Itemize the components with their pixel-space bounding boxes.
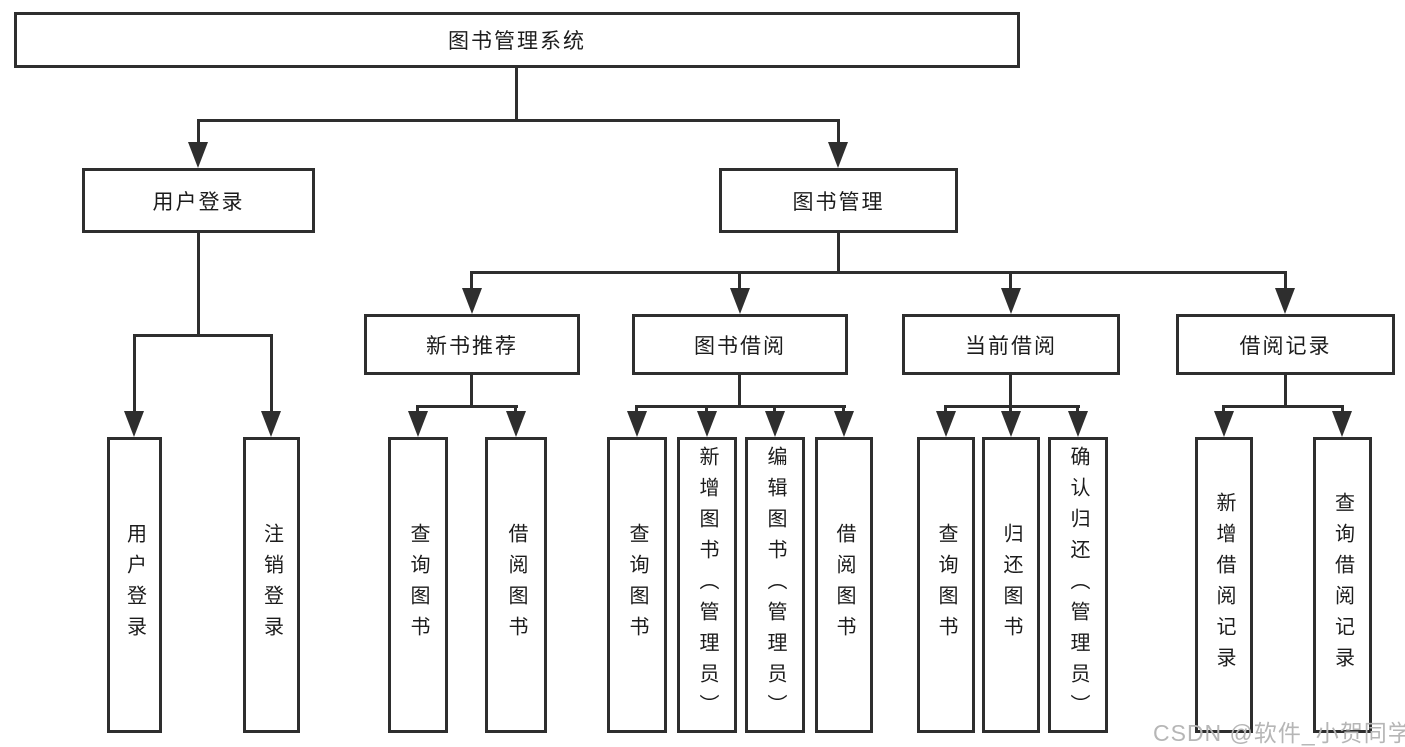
leaf-logout-login: 注销登录: [243, 437, 300, 733]
arrowhead-icon: [1001, 411, 1021, 437]
connector-line: [1009, 405, 1012, 415]
arrowhead-icon: [834, 411, 854, 437]
leaf-bb-borrow-books: 借阅图书: [815, 437, 873, 733]
connector-line: [197, 119, 200, 146]
arrowhead-icon: [188, 142, 208, 168]
connector-line: [635, 405, 846, 408]
connector-line: [416, 405, 419, 415]
leaf-label: 归还图书: [1000, 523, 1022, 647]
node-label: 图书管理系统: [448, 30, 586, 53]
connector-line: [1341, 405, 1344, 415]
connector-line: [197, 119, 840, 122]
arrowhead-icon: [1001, 288, 1021, 314]
leaf-label: 借阅图书: [505, 523, 527, 647]
connector-line: [133, 334, 136, 414]
connector-line: [514, 405, 517, 415]
connector-line: [635, 405, 638, 415]
arrowhead-icon: [462, 288, 482, 314]
arrowhead-icon: [765, 411, 785, 437]
connector-line: [837, 119, 840, 146]
node-label: 借阅记录: [1239, 334, 1332, 358]
node-label: 用户登录: [152, 190, 245, 214]
connector-line: [197, 233, 200, 337]
leaf-cb-confirm-return-admin: 确认归还（管理员）: [1048, 437, 1108, 733]
leaf-cb-return-books: 归还图书: [982, 437, 1040, 733]
node-borrowing-records: 借阅记录: [1176, 314, 1395, 375]
leaf-bb-edit-book-admin: 编辑图书（管理员）: [745, 437, 805, 733]
arrowhead-icon: [1332, 411, 1352, 437]
arrowhead-icon: [1068, 411, 1088, 437]
leaf-br-add-borrow-record: 新增借阅记录: [1195, 437, 1253, 733]
arrowhead-icon: [408, 411, 428, 437]
arrowhead-icon: [506, 411, 526, 437]
connector-line: [470, 271, 1287, 274]
leaf-label: 注销登录: [260, 523, 283, 647]
connector-line: [270, 334, 273, 414]
arrowhead-icon: [627, 411, 647, 437]
leaf-label: 用户登录: [123, 523, 146, 647]
connector-line: [773, 405, 776, 415]
connector-line: [837, 233, 840, 273]
leaf-label: 确认归还（管理员）: [1067, 445, 1089, 725]
leaf-label: 查询借阅记录: [1331, 492, 1354, 678]
arrowhead-icon: [261, 411, 281, 437]
connector-line: [1284, 271, 1287, 290]
leaf-user-login: 用户登录: [107, 437, 162, 733]
leaf-br-query-borrow-record: 查询借阅记录: [1313, 437, 1372, 733]
connector-line: [1222, 405, 1344, 408]
node-book-borrowing: 图书借阅: [632, 314, 848, 375]
connector-line: [738, 271, 741, 290]
node-label: 当前借阅: [965, 334, 1057, 358]
node-library-management-system: 图书管理系统: [14, 12, 1020, 68]
connector-line: [470, 271, 473, 290]
leaf-label: 新增图书（管理员）: [696, 445, 718, 725]
connector-line: [133, 334, 273, 337]
connector-line: [705, 405, 708, 415]
leaf-label: 查询图书: [407, 523, 429, 647]
leaf-label: 借阅图书: [833, 523, 855, 647]
node-book-management: 图书管理: [719, 168, 958, 233]
leaf-cb-query-books: 查询图书: [917, 437, 975, 733]
connector-line: [944, 405, 1080, 408]
connector-line: [416, 405, 518, 408]
leaf-nb-query-books: 查询图书: [388, 437, 448, 733]
leaf-bb-add-book-admin: 新增图书（管理员）: [677, 437, 737, 733]
connector-line: [738, 375, 741, 408]
arrowhead-icon: [936, 411, 956, 437]
connector-line: [470, 375, 473, 408]
csdn-watermark: CSDN @软件_小贺同学: [1153, 720, 1405, 746]
arrowhead-icon: [1275, 288, 1295, 314]
connector-line: [1222, 405, 1225, 415]
node-label: 图书借阅: [694, 334, 786, 358]
leaf-nb-borrow-books: 借阅图书: [485, 437, 547, 733]
connector-line: [1076, 405, 1079, 415]
arrowhead-icon: [1214, 411, 1234, 437]
connector-line: [1009, 271, 1012, 290]
leaf-label: 查询图书: [935, 523, 957, 647]
connector-line: [944, 405, 947, 415]
leaf-label: 编辑图书（管理员）: [764, 445, 786, 725]
arrowhead-icon: [730, 288, 750, 314]
connector-line: [1284, 375, 1287, 408]
arrowhead-icon: [697, 411, 717, 437]
node-label: 图书管理: [792, 190, 885, 214]
connector-line: [515, 68, 518, 122]
connector-line: [842, 405, 845, 415]
leaf-label: 新增借阅记录: [1213, 492, 1235, 678]
arrowhead-icon: [124, 411, 144, 437]
node-label: 新书推荐: [426, 334, 518, 358]
connector-line: [1009, 375, 1012, 408]
leaf-bb-query-books: 查询图书: [607, 437, 667, 733]
arrowhead-icon: [828, 142, 848, 168]
node-current-borrowing: 当前借阅: [902, 314, 1120, 375]
node-new-book-recommendation: 新书推荐: [364, 314, 580, 375]
leaf-label: 查询图书: [626, 523, 648, 647]
node-user-login: 用户登录: [82, 168, 315, 233]
